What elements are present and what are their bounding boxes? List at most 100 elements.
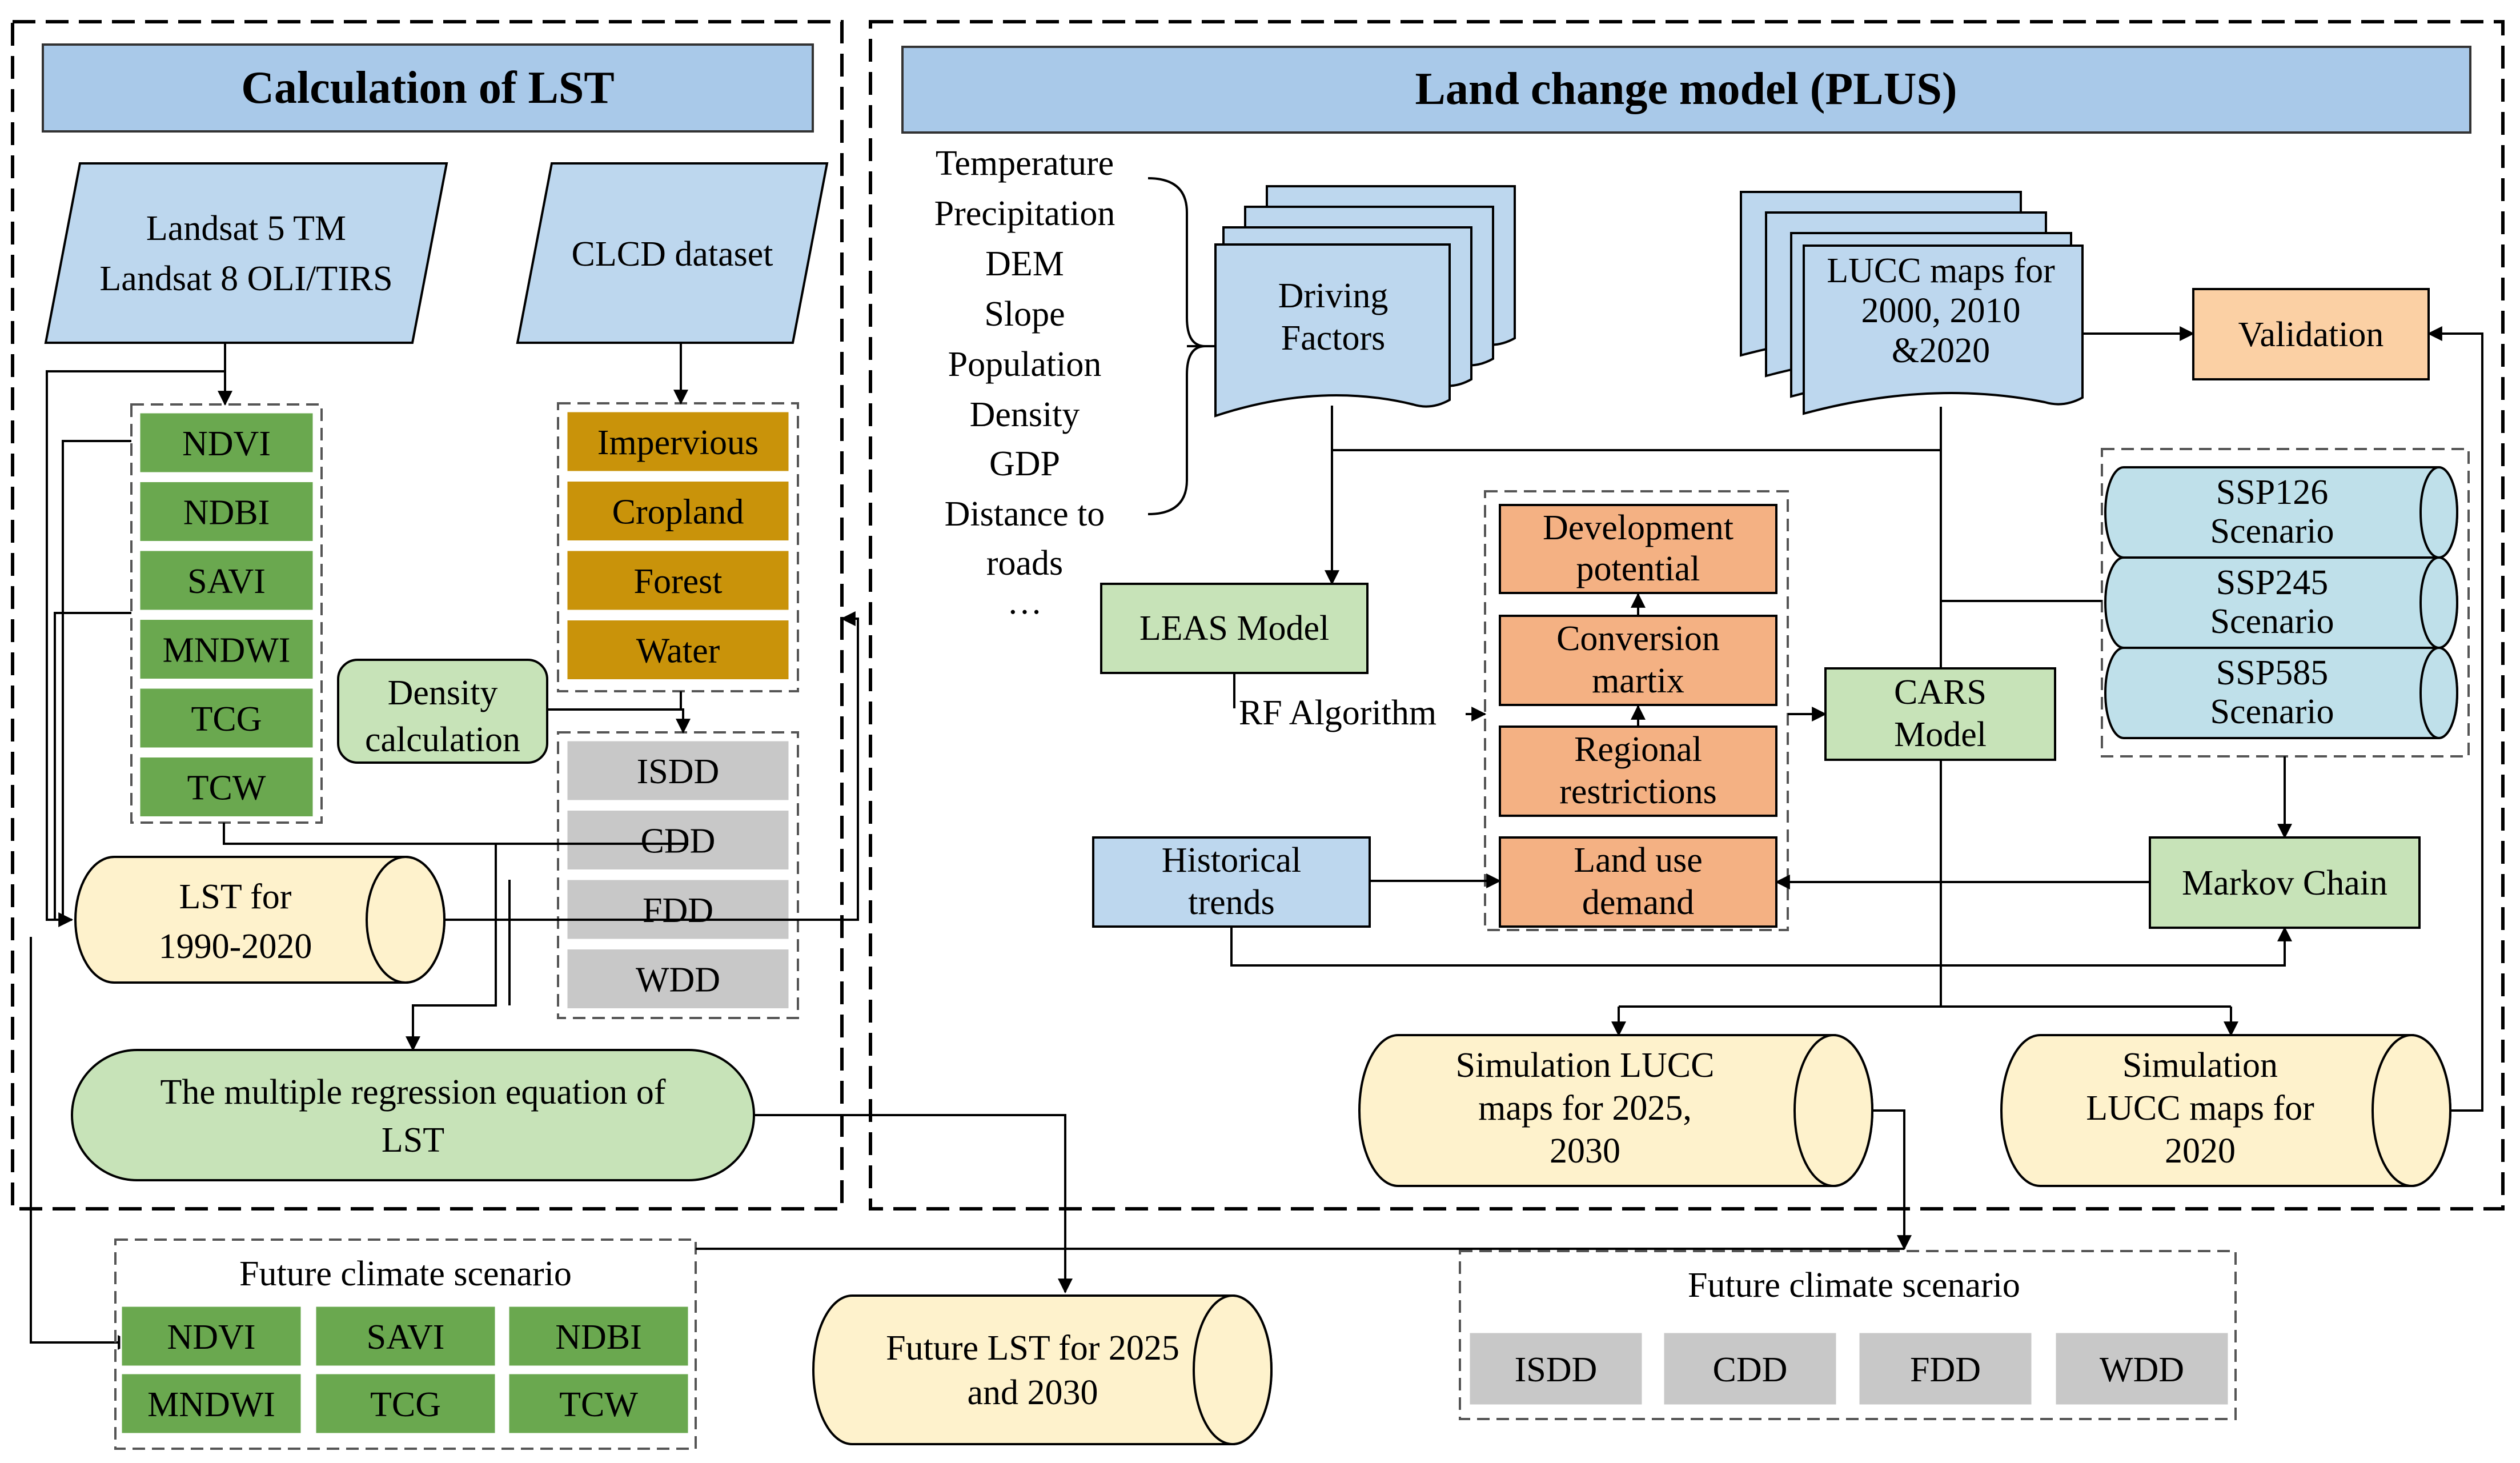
svg-text:Simulation LUCC: Simulation LUCC [1456, 1046, 1715, 1085]
future-right-title: Future climate scenario [1688, 1266, 2020, 1305]
svg-text:maps for 2025,: maps for 2025, [1478, 1089, 1692, 1128]
svg-text:NDVI: NDVI [182, 424, 271, 463]
future-index-savi: SAVI [314, 1305, 497, 1368]
svg-text:Future LST for 2025: Future LST for 2025 [886, 1329, 1179, 1368]
svg-text:Water: Water [636, 632, 720, 671]
svg-text:Impervious: Impervious [597, 423, 759, 462]
regression-equation-node: The multiple regression equation of LST [71, 1049, 755, 1181]
future-density-cdd: CDD [1662, 1331, 1838, 1406]
lst-panel-title: Calculation of LST [42, 43, 814, 133]
svg-text:WDD: WDD [636, 961, 720, 1000]
clcd-dataset-input: CLCD dataset [516, 162, 829, 344]
future-density-group-border [1459, 1250, 2237, 1420]
svg-text:CDD: CDD [1713, 1350, 1788, 1389]
plus-panel-title: Land change model (PLUS) [901, 46, 2471, 134]
svg-text:Scenario: Scenario [2210, 602, 2334, 641]
plus-panel-connectors [1187, 326, 2483, 1250]
future-lst-cylinder: Future LST for 2025 and 2030 [812, 1294, 1273, 1445]
driver-item: Temperature [936, 144, 1114, 183]
driver-item: Population [948, 345, 1102, 384]
svg-text:CLCD dataset: CLCD dataset [572, 235, 773, 274]
land-use-demand-node: Land use demand [1499, 836, 1777, 928]
indices-group-border [130, 403, 323, 824]
svg-text:Regional: Regional [1574, 730, 1702, 769]
index-ndbi: NDBI [138, 480, 315, 543]
rf-algorithm-label: RF Algorithm [1239, 694, 1436, 732]
svg-text:restrictions: restrictions [1559, 772, 1717, 811]
landsat-input: Landsat 5 TM Landsat 8 OLI/TIRS [44, 162, 448, 344]
svg-text:CARS: CARS [1894, 673, 1987, 712]
density-metric-cdd: CDD [565, 809, 790, 871]
historical-trends-node: Historical trends [1092, 836, 1371, 928]
driver-item: ··· [1007, 593, 1042, 632]
svg-text:NDBI: NDBI [183, 494, 270, 532]
land-type-impervious: Impervious [565, 410, 790, 473]
svg-text:TCG: TCG [191, 700, 262, 739]
future-indices-group-border [114, 1238, 697, 1450]
svg-text:&2020: &2020 [1892, 331, 1990, 370]
svg-text:SAVI: SAVI [367, 1318, 445, 1357]
regional-restrictions-node: Regional restrictions [1499, 726, 1777, 817]
driver-item: GDP [989, 444, 1060, 483]
svg-text:Factors: Factors [1281, 319, 1386, 358]
driver-item: Precipitation [934, 194, 1115, 233]
future-density-isdd: ISDD [1468, 1331, 1644, 1406]
driver-item: Distance to [945, 495, 1105, 534]
svg-text:Cropland: Cropland [612, 493, 744, 532]
lst-1990-2020-cylinder: LST for 1990-2020 [74, 856, 446, 984]
svg-text:WDD: WDD [2100, 1350, 2184, 1389]
density-metric-isdd: ISDD [565, 739, 790, 802]
svg-text:FDD: FDD [643, 891, 713, 930]
svg-text:Land use: Land use [1574, 841, 1703, 880]
future-density-wdd: WDD [2054, 1331, 2230, 1406]
svg-text:Conversion: Conversion [1556, 619, 1720, 658]
svg-text:calculation: calculation [365, 720, 520, 759]
density-metric-fdd: FDD [565, 878, 790, 941]
svg-text:FDD: FDD [1910, 1350, 1981, 1389]
svg-text:NDVI: NDVI [167, 1318, 256, 1357]
lst-panel-connectors [30, 343, 1073, 1350]
driver-factor-list: TemperaturePrecipitationDEMSlopePopulati… [934, 144, 1115, 632]
svg-text:2020: 2020 [2165, 1132, 2236, 1171]
validation-node: Validation [2192, 288, 2430, 380]
svg-text:Land change model (PLUS): Land change model (PLUS) [1415, 64, 1957, 114]
svg-text:TCG: TCG [370, 1385, 441, 1424]
svg-text:Historical: Historical [1162, 841, 1302, 880]
density-metric-wdd: WDD [565, 948, 790, 1010]
index-ndvi: NDVI [138, 411, 315, 474]
svg-text:Markov Chain: Markov Chain [2182, 864, 2387, 903]
driving-factors-documents: Driving Factors [1214, 185, 1516, 418]
svg-text:MNDWI: MNDWI [163, 631, 291, 670]
leas-model-node: LEAS Model [1100, 583, 1369, 674]
ssp-scenarios: SSP126ScenarioSSP245ScenarioSSP585Scenar… [2104, 466, 2458, 739]
plus-panel-border [869, 20, 2505, 1211]
svg-text:Scenario: Scenario [2210, 512, 2334, 551]
svg-text:Simulation: Simulation [2122, 1046, 2278, 1085]
future-index-mndwi: MNDWI [120, 1372, 303, 1435]
simulation-2020-cylinder: Simulation LUCC maps for 2020 [2000, 1034, 2451, 1187]
driver-item: roads [986, 544, 1063, 583]
svg-text:1990-2020: 1990-2020 [159, 927, 312, 966]
svg-text:Development: Development [1543, 508, 1733, 547]
driver-item: Slope [984, 295, 1065, 334]
svg-text:The multiple regression equati: The multiple regression equation of [160, 1073, 666, 1112]
index-tcg: TCG [138, 687, 315, 749]
svg-text:ISDD: ISDD [637, 752, 720, 791]
density-calculation-node: Density calculation [337, 659, 548, 764]
svg-text:demand: demand [1582, 883, 1694, 922]
future-left-title: Future climate scenario [239, 1254, 572, 1293]
future-density-metrics: ISDD CDD FDD WDD [1468, 1331, 2230, 1406]
density-metrics: ISDD CDD FDD WDD [565, 739, 790, 1010]
development-potential-node: Development potential [1499, 504, 1777, 594]
future-index-tcg: TCG [314, 1372, 497, 1435]
svg-text:SSP126: SSP126 [2216, 473, 2328, 512]
svg-text:Validation: Validation [2238, 315, 2384, 354]
svg-text:LEAS Model: LEAS Model [1139, 609, 1329, 648]
future-index-ndvi: NDVI [120, 1305, 303, 1368]
svg-text:trends: trends [1188, 883, 1275, 922]
